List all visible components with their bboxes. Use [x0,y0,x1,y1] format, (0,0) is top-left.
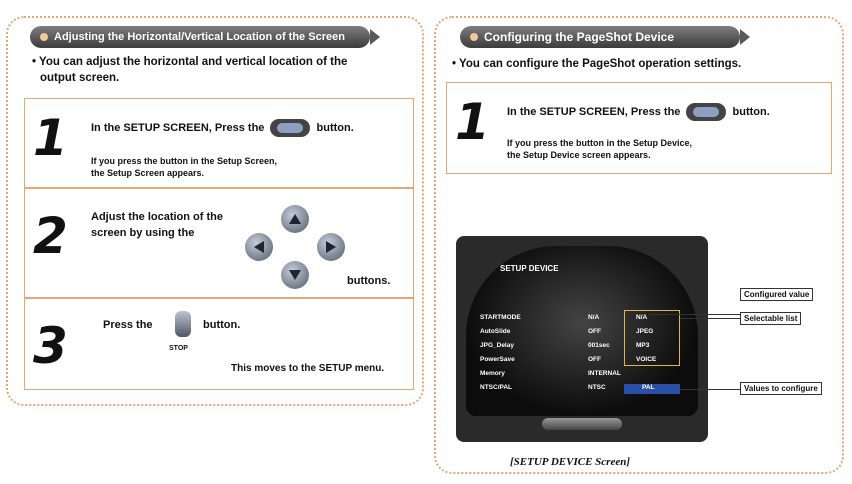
callout-selectable: Selectable list [740,312,802,325]
step3-button-label: button. [203,319,241,331]
callout-line [650,314,740,315]
step3-note: This moves to the SETUP menu. [231,363,385,374]
step1-note: If you press the button in the Setup Scr… [91,156,278,178]
step-number: 1 [33,109,68,167]
right-panel: Configuring the PageShot Device • You ca… [434,16,844,474]
callout-to-configure: Values to configure [740,382,822,395]
step3-press-label: Press the [103,319,153,331]
left-tab-title: Adjusting the Horizontal/Vertical Locati… [54,31,345,43]
menu-row: NTSC/PAL NTSC PAL [480,384,655,391]
stop-caption: STOP [169,345,188,352]
step1-instruction: In the SETUP SCREEN, Press the button. [91,119,354,137]
step-number: 3 [33,317,68,375]
left-intro: • You can adjust the horizontal and vert… [32,56,348,84]
figure-caption: [SETUP DEVICE Screen] [510,456,630,468]
left-step3-box: 3 Press the button. STOP This moves to t… [24,298,414,390]
dot-icon [40,33,48,41]
left-step2-box: 2 Adjust the location of the screen by u… [24,188,414,298]
callout-line [680,389,740,390]
menu-row: PowerSave OFF VOICE [480,356,657,363]
left-panel: Adjusting the Horizontal/Vertical Locati… [6,16,424,406]
dot-icon [470,33,478,41]
callout-configured: Configured value [740,288,814,301]
left-arrow-icon [245,233,273,261]
tv-menu-title: SETUP DEVICE [500,264,559,273]
right-tab-title: Configuring the PageShot Device [484,30,675,44]
right-step1-instruction: In the SETUP SCREEN, Press the button. [507,103,770,121]
callout-line [680,318,740,319]
right-intro: • You can configure the PageShot operati… [452,58,742,70]
left-section-tab: Adjusting the Horizontal/Vertical Locati… [30,26,380,48]
up-arrow-icon [281,205,309,233]
step2-suffix: buttons. [347,275,391,287]
right-section-tab: Configuring the PageShot Device [460,26,750,48]
right-step1-note: If you press the button in the Setup Dev… [507,138,693,160]
down-arrow-icon [281,261,309,289]
menu-row: Memory INTERNAL [480,370,621,377]
config-highlight [624,384,680,394]
menu-row: STARTMODE N/A N/A [480,314,648,321]
menu-row: AutoSlide OFF JPEG [480,328,654,335]
tv-stand [542,418,622,430]
select-button-icon [270,119,311,137]
select-button-icon [686,103,727,121]
tv-illustration [456,236,708,442]
selectable-list-outline [624,310,680,366]
menu-row: JPG_Delay 001sec MP3 [480,342,650,349]
arrow-icon [740,29,750,45]
left-step1-box: 1 In the SETUP SCREEN, Press the button.… [24,98,414,188]
right-step1-box: 1 In the SETUP SCREEN, Press the button.… [446,82,832,174]
stop-button-icon [175,311,191,337]
step2-instruction: Adjust the location of the screen by usi… [91,211,223,239]
step-number: 2 [33,207,68,265]
arrow-icon [370,29,380,45]
step-number: 1 [455,93,490,151]
right-arrow-icon [317,233,345,261]
